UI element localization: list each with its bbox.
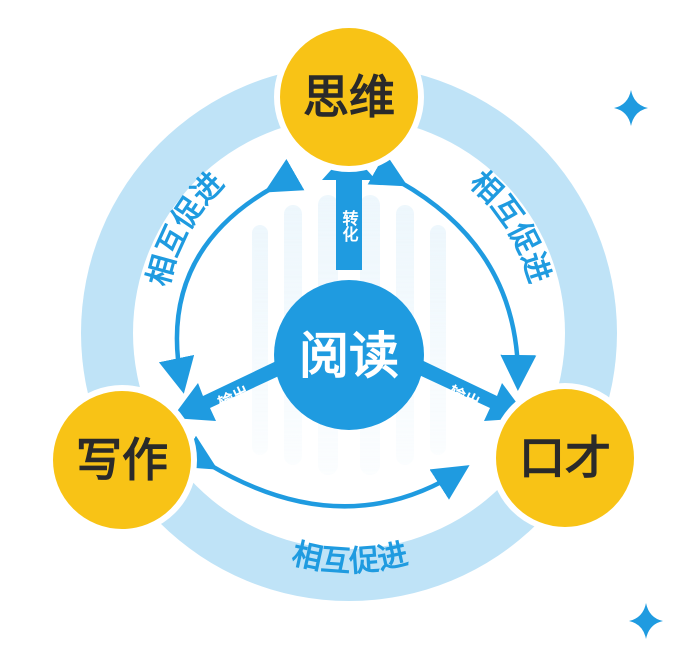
node-right-circle — [490, 383, 640, 533]
arrow-top-right — [367, 153, 537, 391]
center-label: 阅读 — [299, 327, 399, 385]
arrow-label-to-top: 转化 — [340, 209, 359, 242]
arrow-to-right — [404, 355, 528, 421]
arrow-to-left — [172, 355, 296, 421]
node-left-label: 写作 — [76, 433, 168, 487]
arrow-top-left — [158, 158, 305, 394]
node-top-label: 思维 — [303, 70, 395, 124]
arrow-bottom — [177, 435, 470, 509]
mutual-arrows — [158, 153, 537, 509]
node-left-circle — [47, 385, 197, 535]
center-circle — [274, 280, 424, 430]
node-right-label: 口才 — [519, 431, 611, 485]
center-arrows — [172, 150, 528, 421]
sparkle-icon — [614, 90, 648, 126]
arrow-to-top — [322, 150, 376, 270]
node-top-circle — [274, 22, 424, 172]
sparkle-icon — [629, 603, 663, 639]
